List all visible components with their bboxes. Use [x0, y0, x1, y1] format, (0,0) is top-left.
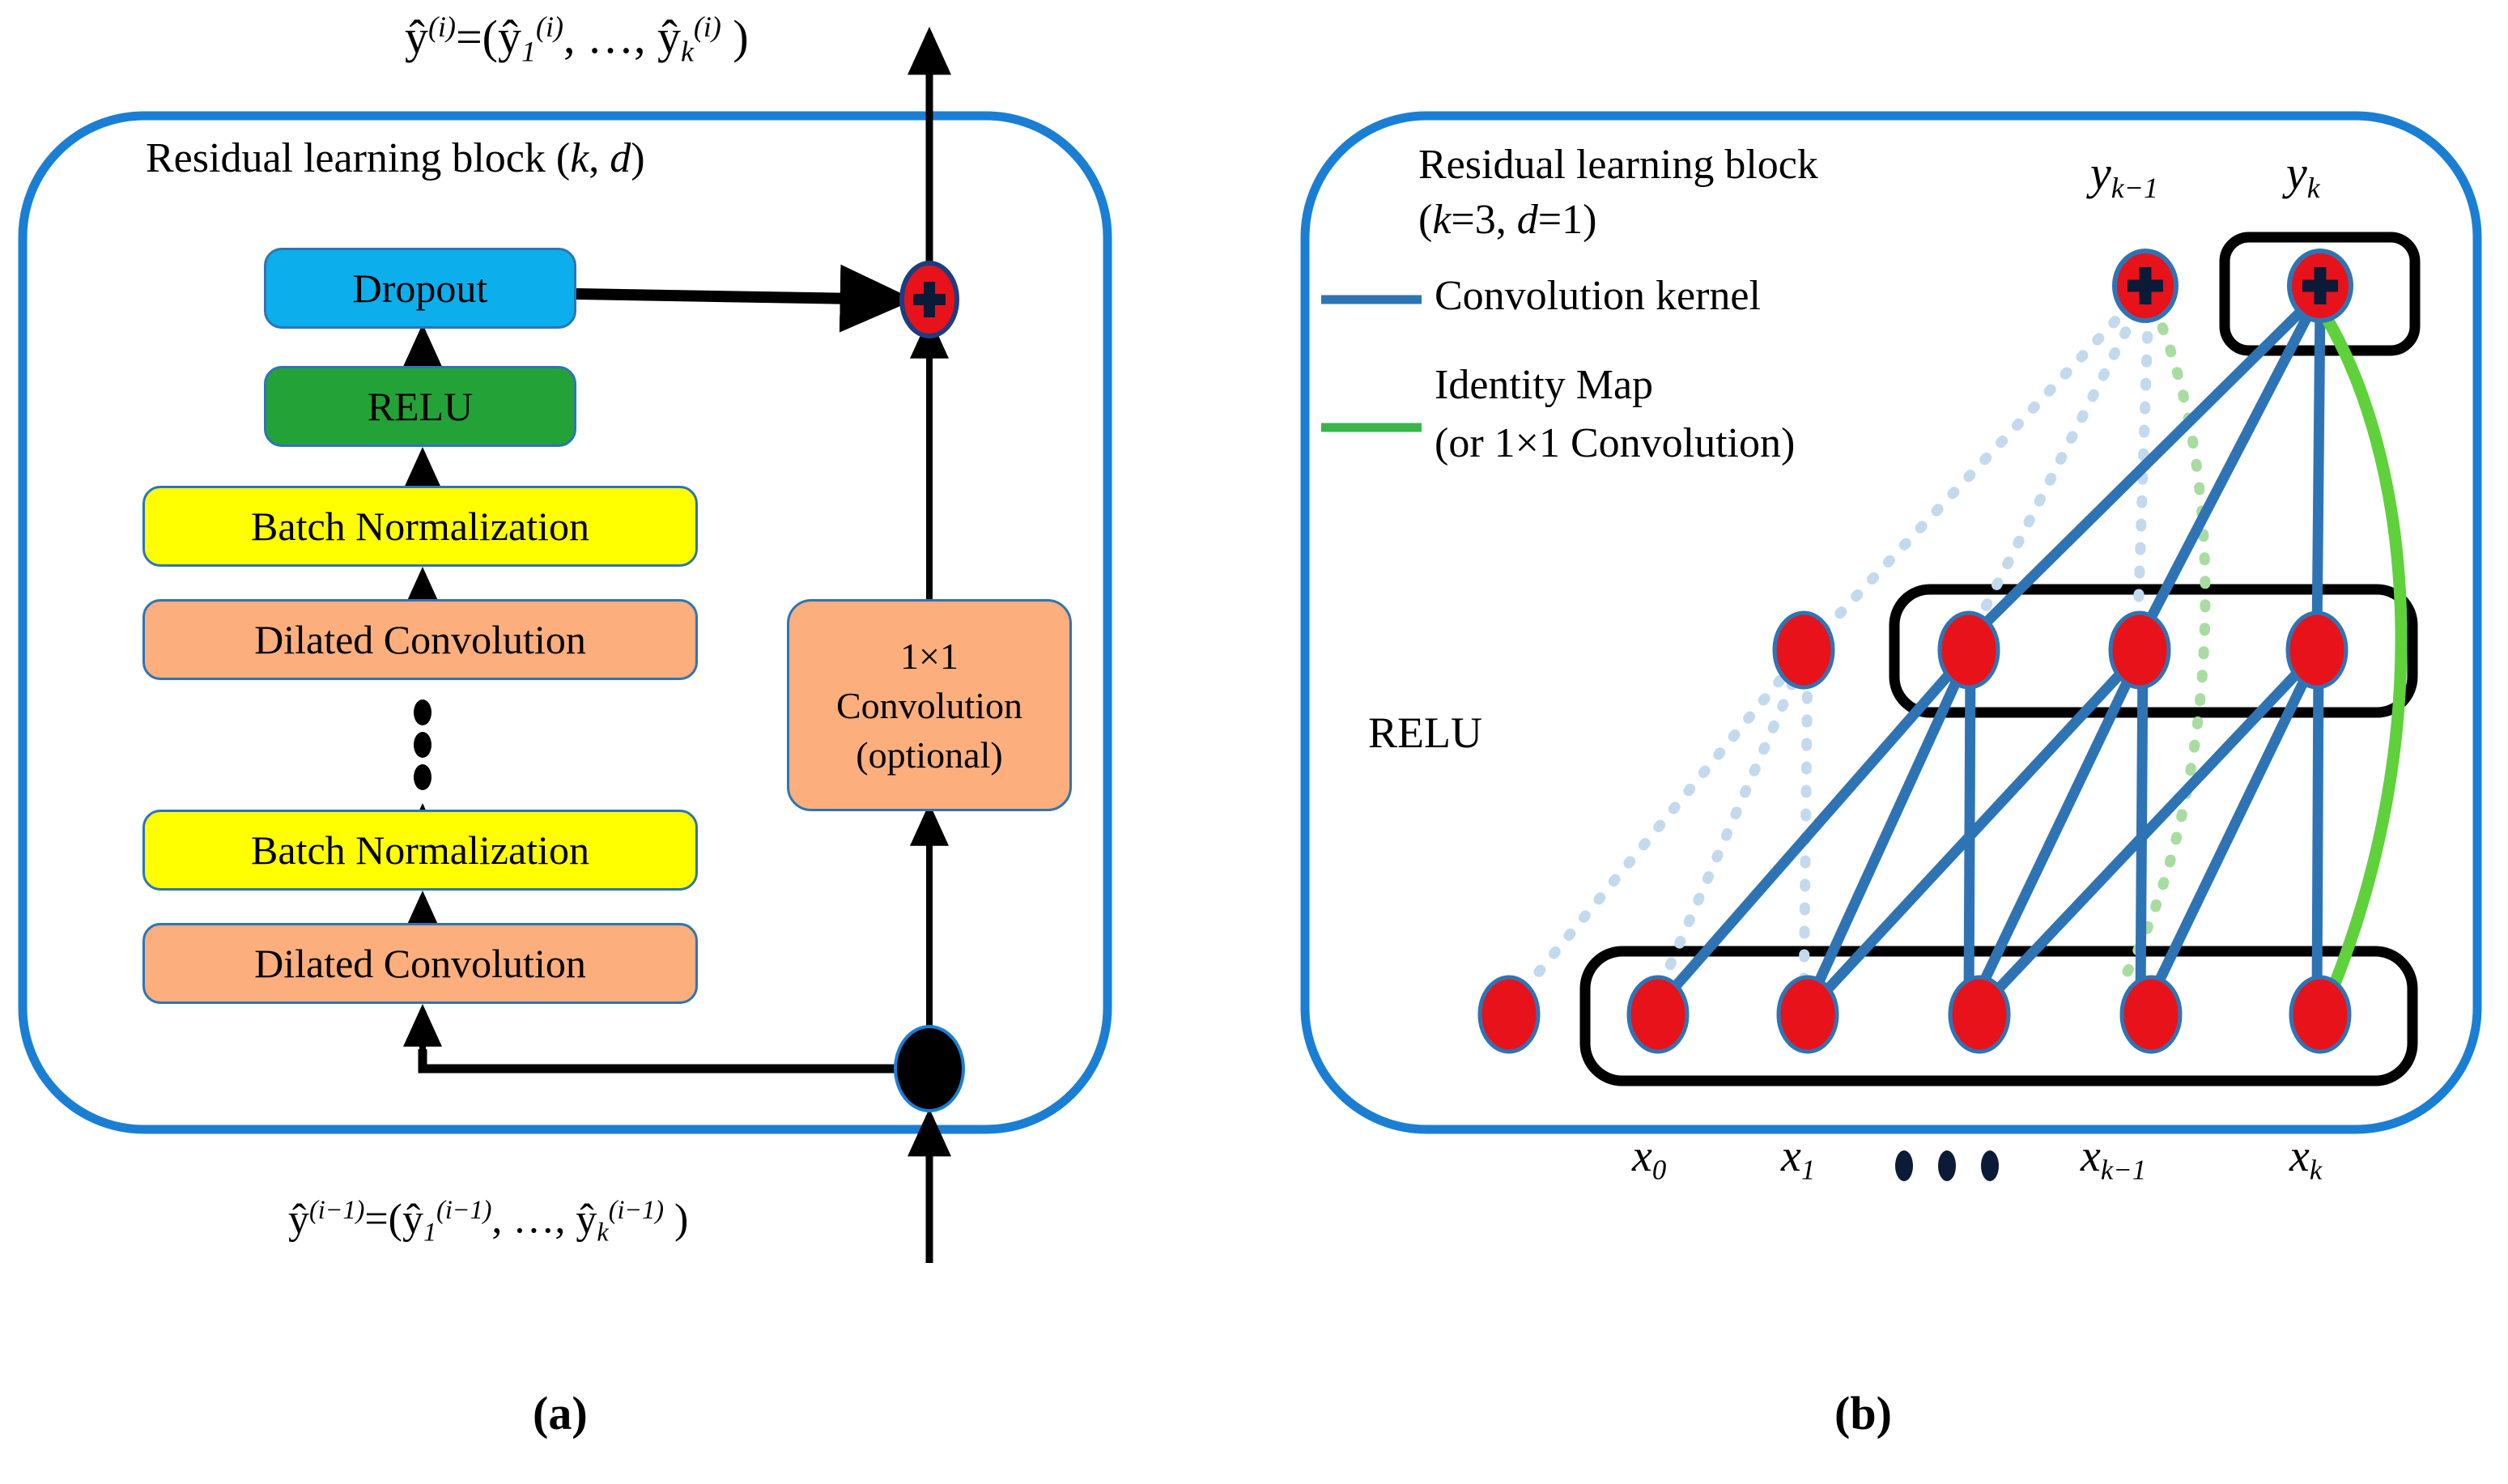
block-dilated-convolution-bottom-label: Dilated Convolution	[254, 941, 586, 986]
block-relu-label: RELU	[367, 384, 474, 429]
panel-a-junction-dot	[894, 1025, 965, 1112]
panel-b-input-node-x0	[1626, 975, 1690, 1054]
block-1x1-convolution-line3: (optional)	[856, 733, 1003, 776]
panel-b-hidden-group-box	[1889, 584, 2418, 718]
panel-b-input-node-xk-1	[2119, 975, 2183, 1054]
block-dropout-label: Dropout	[352, 266, 488, 311]
panel-b-input-label-x1: x1	[1781, 1131, 1816, 1186]
panel-b-input-ghost-node	[1477, 975, 1541, 1054]
panel-b-legend-label-identity-map-sub: (or 1×1 Convolution)	[1435, 420, 1796, 466]
panel-b-input-node-mid	[1948, 975, 2011, 1054]
panel-b-relu-label: RELU	[1368, 708, 1482, 757]
panel-b-hidden-node-2	[2108, 610, 2171, 690]
panel-a-input-label: ŷ(i−1)=(ŷ1(i−1), …, ŷk(i−1) )	[288, 1195, 689, 1247]
panel-a-title: Residual learning block (k, d)	[146, 138, 645, 180]
block-1x1-convolution-line2: Convolution	[835, 684, 1023, 726]
panel-a-sum-node	[899, 261, 959, 338]
panel-a-vertical-ellipsis	[414, 699, 431, 790]
block-dilated-convolution-top[interactable]: Dilated Convolution	[142, 599, 698, 680]
panel-b-frame	[1300, 111, 2482, 1134]
panel-a-title-params: (k, d)	[555, 135, 645, 181]
panel-b-kernel-edges-upper	[1963, 296, 2326, 645]
block-dilated-convolution-top-label: Dilated Convolution	[254, 617, 586, 662]
block-batch-normalization-bottom[interactable]: Batch Normalization	[142, 810, 698, 891]
panel-b-output-label-yk: yk	[2286, 147, 2320, 204]
panel-b-sum-node-yk-1	[2112, 249, 2179, 323]
panel-b-input-node-x1	[1776, 975, 1839, 1054]
block-batch-normalization-top-label: Batch Normalization	[251, 504, 589, 549]
panel-b-faded-identity-edges	[2115, 300, 2211, 989]
panel-b-caption: (b)	[1834, 1387, 1892, 1439]
panel-b-hidden-node-3	[2285, 610, 2349, 690]
panel-b-kernel-edges-lower	[1652, 652, 2324, 1012]
block-relu[interactable]: RELU	[264, 366, 576, 447]
panel-a-caption: (a)	[533, 1387, 588, 1439]
panel-b-title-line2: (k=3, d=1)	[1418, 197, 1597, 243]
block-batch-normalization-top[interactable]: Batch Normalization	[142, 486, 698, 567]
panel-b-legend-label-identity-map: Identity Map	[1435, 362, 1654, 408]
block-1x1-convolution-optional[interactable]: 1×1 Convolution (optional)	[787, 599, 1072, 811]
panel-b-input-node-xk	[2289, 975, 2352, 1054]
panel-b-hidden-node-1	[1937, 610, 2000, 690]
panel-b-input-ellipsis-dots	[1895, 1150, 1999, 1181]
block-batch-normalization-bottom-label: Batch Normalization	[251, 827, 589, 873]
panel-b-sum-node-yk	[2287, 249, 2353, 323]
panel-a-input-branch	[418, 1049, 929, 1074]
panel-a-frame	[18, 111, 1112, 1134]
panel-b-hidden-ghost-node	[1772, 610, 1835, 690]
block-dropout[interactable]: Dropout	[264, 248, 576, 329]
panel-b-input-label-xk: xk	[2289, 1131, 2323, 1186]
panel-a-dropout-to-sum-arrow	[576, 264, 915, 333]
panel-b-identity-map-curve	[2314, 301, 2408, 998]
panel-b-legend-label-conv-kernel: Convolution kernel	[1435, 273, 1761, 319]
panel-b-title-line1: Residual learning block	[1418, 142, 1818, 188]
block-1x1-convolution-line1: 1×1	[900, 635, 959, 677]
panel-b-input-label-xk-1: xk−1	[2081, 1131, 2147, 1186]
panel-a-output-label: ŷ(i)=(ŷ1(i), …, ŷk(i) )	[405, 10, 749, 68]
panel-b-input-label-x0: x0	[1632, 1131, 1667, 1186]
block-dilated-convolution-bottom[interactable]: Dilated Convolution	[142, 923, 698, 1004]
panel-a-title-text: Residual learning block	[146, 135, 546, 181]
panel-b-output-label-yk-1: yk−1	[2090, 147, 2158, 204]
